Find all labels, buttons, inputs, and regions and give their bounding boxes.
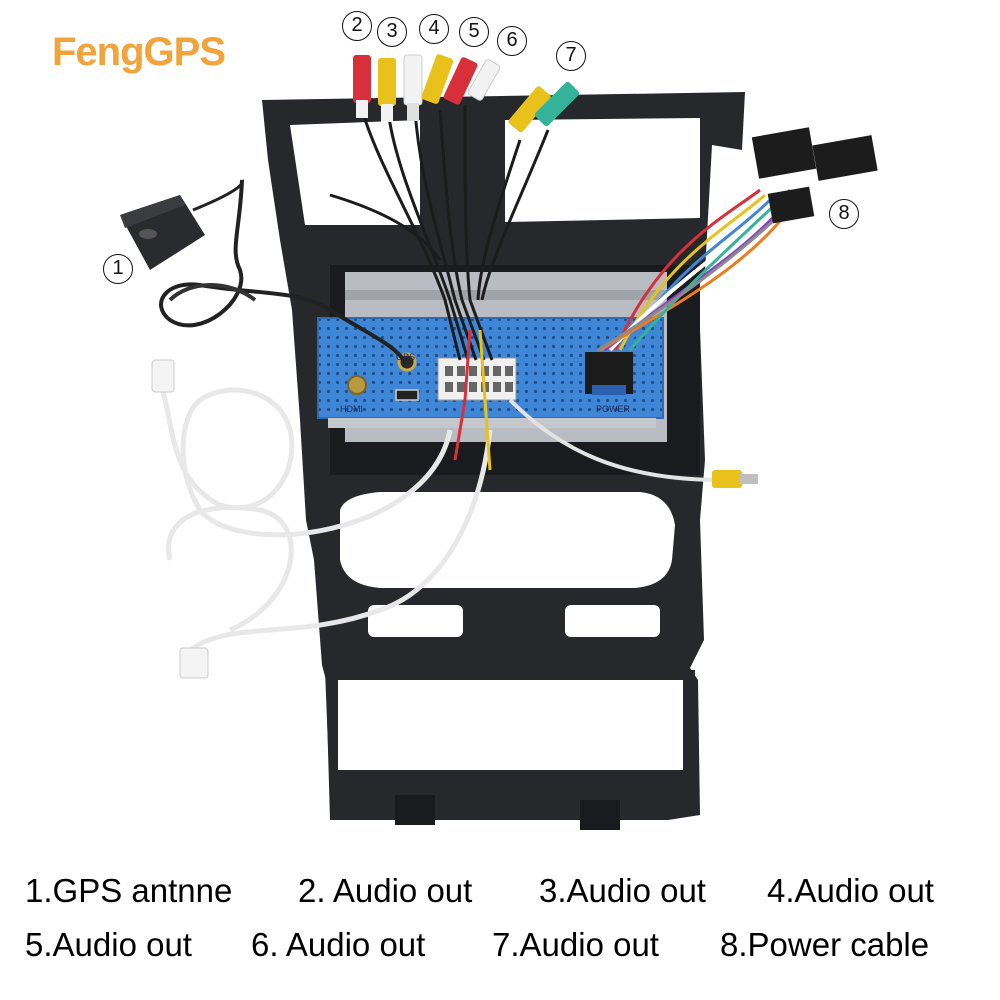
legend-item-6: 6. Audio out (251, 926, 426, 963)
legend-item-4: 4.Audio out (767, 872, 934, 909)
legend-item-1: 1.GPS antnne (25, 872, 233, 909)
hdmi-port-label: HDMI (340, 404, 363, 414)
brand-logo: FengGPS (52, 30, 226, 74)
legend-item-5: 5.Audio out (25, 926, 192, 963)
callout-5: 5 (459, 17, 489, 47)
callout-8: 8 (829, 199, 859, 229)
head-unit-box (317, 317, 664, 428)
gps-port-label: GPS (396, 352, 416, 362)
callout-7: 7 (556, 41, 586, 71)
legend-item-8: 8.Power cable (720, 926, 930, 963)
callout-2: 2 (342, 11, 372, 41)
rca-plug-5 (421, 54, 454, 104)
callout-6: 6 (497, 26, 527, 56)
hdmi-port (395, 389, 419, 401)
legend-row-2: 5.Audio out 6. Audio out 7.Audio out 8.P… (0, 926, 1000, 970)
camera-rca-plug (712, 470, 758, 488)
gps-antenna (120, 179, 407, 364)
callout-3: 3 (377, 17, 407, 47)
camera-cable (508, 398, 721, 482)
multi-connector (437, 357, 517, 401)
legend-item-3: 3.Audio out (539, 872, 706, 909)
rca-plug-3 (378, 58, 396, 122)
rca-plug-2 (353, 55, 371, 118)
legend-item-2: 2. Audio out (298, 872, 473, 909)
rca-plug-6 (443, 57, 501, 105)
callout-1: 1 (103, 254, 133, 284)
callout-4: 4 (419, 14, 449, 44)
legend-row-1: 1.GPS antnne 2. Audio out 3.Audio out 4.… (0, 872, 1000, 916)
aux-port (347, 375, 367, 395)
power-port-label: POWER (596, 404, 631, 414)
rca-plug-4 (403, 54, 423, 121)
usb-plugs (151, 359, 209, 679)
harness-connectors (751, 127, 878, 224)
legend-item-7: 7.Audio out (492, 926, 659, 963)
rca-wire-bundle (329, 104, 550, 361)
head-unit-illustration (120, 54, 878, 830)
dash-frame (262, 92, 745, 830)
usb-cables (157, 379, 493, 653)
rca-plug-7 (508, 81, 580, 133)
power-harness (597, 188, 797, 352)
signal-wires (453, 329, 492, 471)
